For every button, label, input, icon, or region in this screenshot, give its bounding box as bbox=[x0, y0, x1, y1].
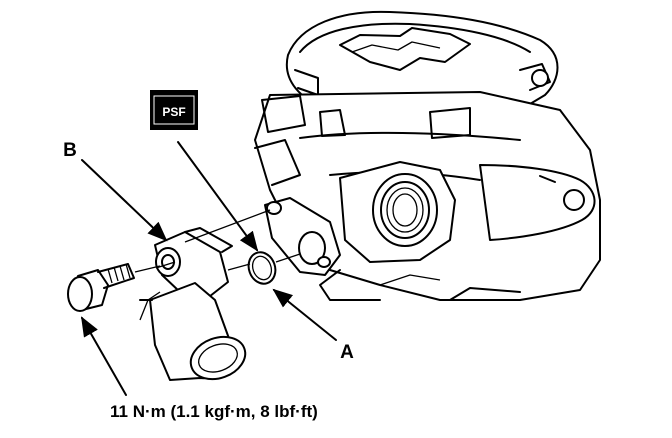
flange-bolt bbox=[67, 263, 135, 312]
psf-fluid-icon: PSF bbox=[150, 90, 198, 130]
a-leader-arrow bbox=[272, 288, 337, 341]
o-ring bbox=[247, 251, 277, 285]
psf-leader-arrow bbox=[177, 141, 259, 252]
label-a: A bbox=[340, 342, 354, 363]
assembly-guide-lines bbox=[134, 209, 301, 273]
torque-leader-arrow bbox=[81, 316, 127, 396]
power-steering-pump bbox=[254, 10, 601, 301]
leader-arrows bbox=[81, 141, 337, 396]
torque-spec-label: 11 N·m (1.1 kgf·m, 8 lbf·ft) bbox=[110, 402, 318, 421]
b-leader-arrow bbox=[81, 159, 168, 242]
suction-hose-joint bbox=[139, 227, 247, 381]
pump-inlet-flange bbox=[264, 197, 341, 276]
psf-label: PSF bbox=[162, 105, 185, 119]
label-b: B bbox=[63, 140, 77, 161]
